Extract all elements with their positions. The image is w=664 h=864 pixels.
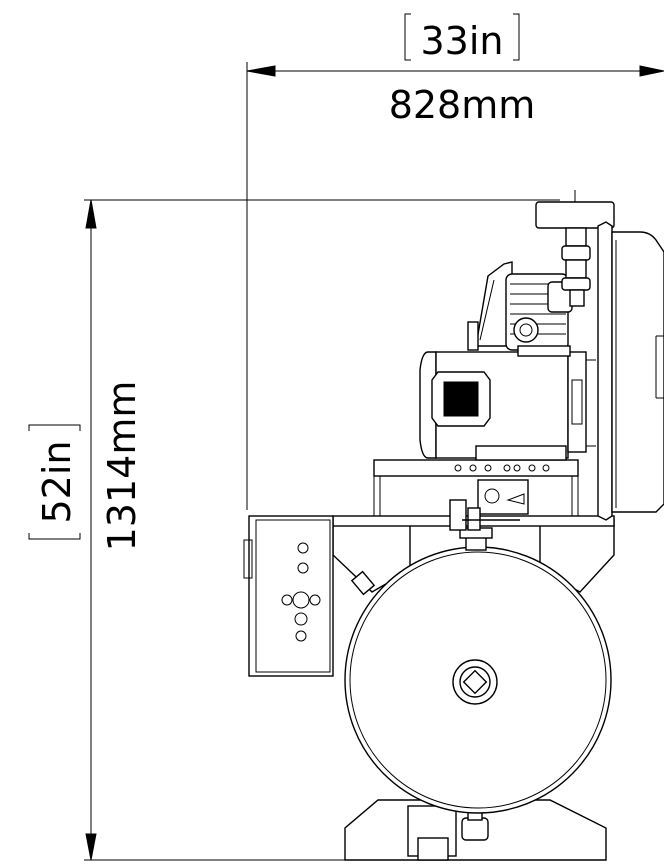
width-arrow-right xyxy=(639,65,664,77)
height-arrow-top xyxy=(85,199,97,229)
height-bracket-top xyxy=(28,424,81,431)
platform-holes xyxy=(454,464,550,472)
belt-guard xyxy=(597,221,664,521)
width-metric-label: 828mm xyxy=(389,83,536,127)
compressor-pump xyxy=(467,261,573,357)
valve-assembly xyxy=(449,479,529,531)
compressor-machine xyxy=(243,190,664,861)
width-bracket-left xyxy=(404,13,411,61)
height-arrow-bottom xyxy=(85,833,97,861)
base-foot xyxy=(344,799,607,861)
air-tank xyxy=(344,527,612,814)
electric-motor xyxy=(419,351,596,461)
height-bracket-bottom xyxy=(28,533,81,540)
top-fittings xyxy=(535,190,615,307)
pressure-switch-box xyxy=(243,515,376,677)
height-metric-label: 1314mm xyxy=(100,381,144,552)
width-bracket-right xyxy=(513,13,520,61)
motor-platform xyxy=(373,459,579,516)
width-arrow-left xyxy=(246,65,276,77)
width-dimension: 33in 828mm xyxy=(246,13,664,510)
height-imperial-label: 52in xyxy=(35,441,79,524)
height-dimension: 52in 1314mm xyxy=(28,199,560,861)
width-imperial-label: 33in xyxy=(421,19,504,63)
